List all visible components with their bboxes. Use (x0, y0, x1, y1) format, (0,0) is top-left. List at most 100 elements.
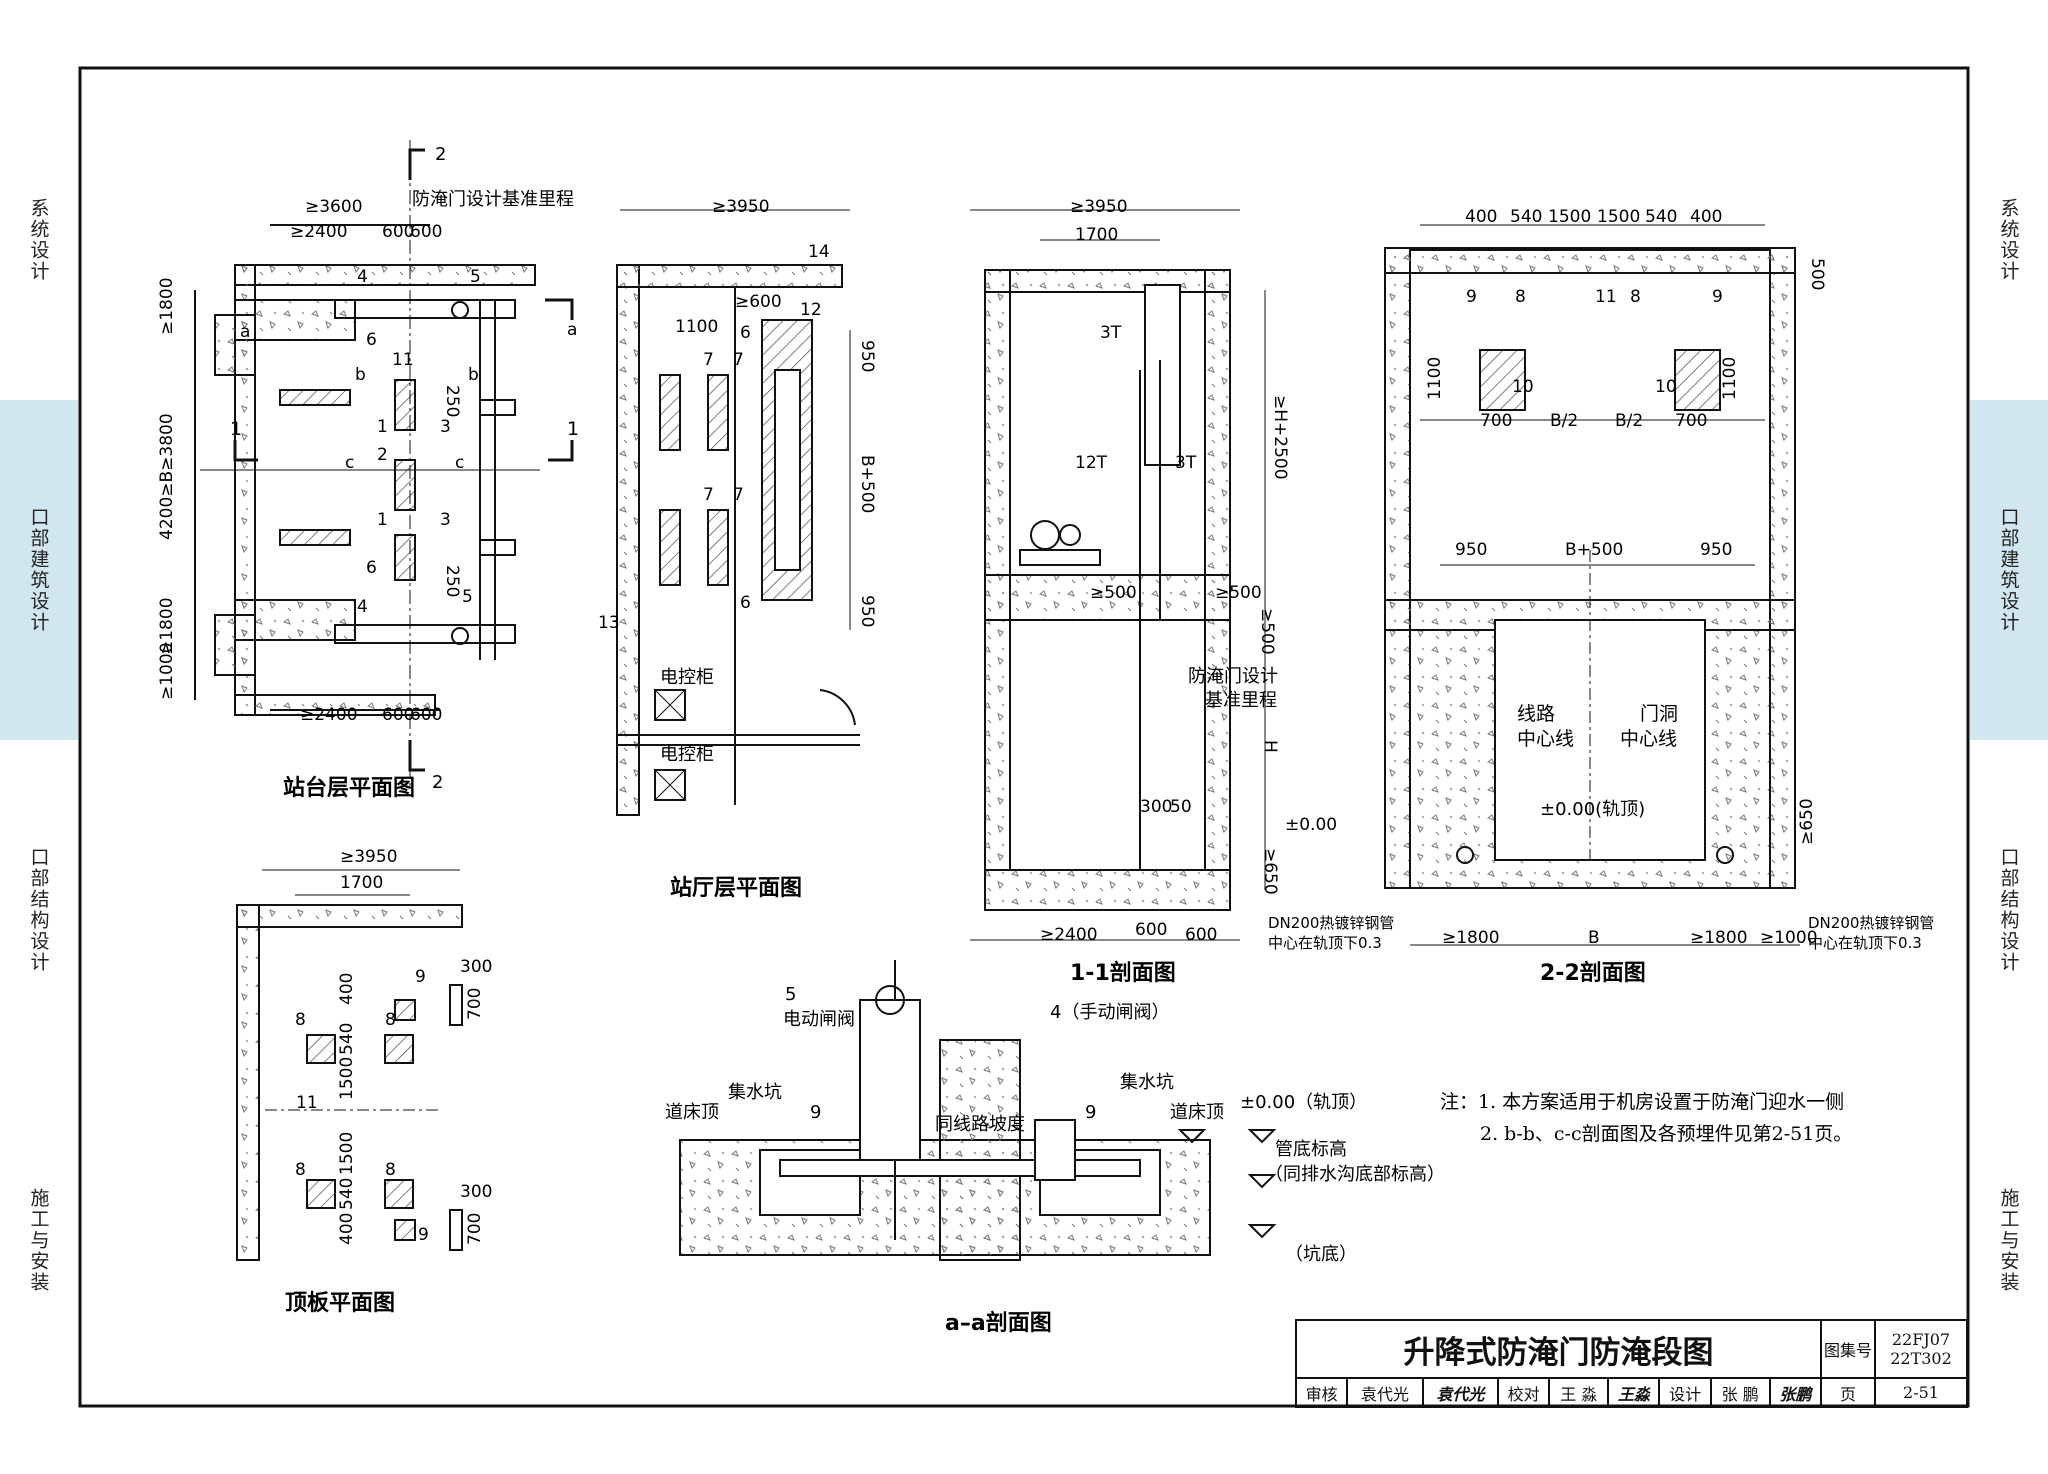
drawing-title: 升降式防淹门防淹段图 (1295, 1319, 1822, 1379)
svg-text:600: 600 (1185, 925, 1217, 945)
svg-text:1500: 1500 (1548, 207, 1591, 227)
svg-text:2: 2 (377, 445, 388, 465)
side-tab-system-right[interactable]: 系统设计 (1997, 198, 2020, 282)
side-tab-arch-left[interactable]: 口部建筑设计 (27, 507, 50, 633)
svg-text:≥3950: ≥3950 (1070, 197, 1128, 217)
svg-text:950: 950 (857, 595, 877, 627)
svg-text:600: 600 (410, 222, 442, 242)
svg-text:5: 5 (462, 587, 473, 607)
svg-text:400: 400 (337, 1213, 357, 1245)
svg-text:14: 14 (808, 242, 830, 262)
svg-text:±0.00(轨顶): ±0.00(轨顶) (1540, 799, 1645, 820)
section-2-2 (1384, 224, 1800, 946)
svg-text:4（手动闸阀）: 4（手动闸阀） (1050, 1002, 1169, 1023)
svg-text:中心线: 中心线 (1620, 728, 1677, 750)
side-tab-construct-right[interactable]: 施工与安装 (1997, 1187, 2020, 1293)
svg-text:300: 300 (1140, 797, 1172, 817)
title-block: 升降式防淹门防淹段图 图集号 22FJ07 22T302 审核 袁代光 袁代光 … (1294, 1319, 1968, 1408)
svg-text:5: 5 (785, 984, 796, 1005)
svg-text:≥1800: ≥1800 (157, 277, 177, 335)
svg-text:500: 500 (1807, 258, 1827, 290)
svg-text:电动闸阀: 电动闸阀 (783, 1009, 855, 1030)
roof-plan-texts: ≥3950 1700 400 540 1500 1500 540 400 300… (285, 847, 492, 1316)
svg-text:≥3600: ≥3600 (305, 197, 363, 217)
svg-text:集水坑: 集水坑 (1120, 1072, 1174, 1093)
roof-plan (236, 869, 463, 1261)
svg-text:6: 6 (740, 593, 751, 613)
section-a-a (679, 960, 1277, 1261)
sheet-frame (78, 66, 1970, 1408)
svg-text:顶板平面图: 顶板平面图 (285, 1291, 395, 1316)
svg-text:2: 2 (432, 772, 443, 793)
svg-text:H: H (1260, 740, 1280, 753)
svg-text:950: 950 (1455, 540, 1487, 560)
section-1-1 (970, 209, 1266, 941)
svg-text:≥500: ≥500 (1090, 583, 1137, 603)
svg-text:250: 250 (442, 385, 462, 417)
side-tab-construct-left[interactable]: 施工与安装 (27, 1187, 50, 1293)
svg-text:1: 1 (377, 417, 388, 437)
svg-text:电控柜: 电控柜 (660, 667, 714, 688)
svg-text:B/2: B/2 (1550, 411, 1578, 431)
platform-plan (194, 140, 574, 790)
svg-text:11: 11 (296, 1093, 318, 1113)
svg-text:≥650: ≥650 (1797, 798, 1817, 845)
svg-text:≥600: ≥600 (735, 292, 782, 312)
svg-text:±0.00: ±0.00 (1285, 815, 1337, 835)
svg-text:±0.00（轨顶）: ±0.00（轨顶） (1240, 1092, 1367, 1113)
atlas-label: 图集号 (1820, 1319, 1876, 1379)
svg-text:1100: 1100 (1425, 357, 1445, 400)
reviewer-signature: 袁代光 (1421, 1377, 1500, 1408)
svg-text:600: 600 (410, 705, 442, 725)
side-tab-struct-right[interactable]: 口部结构设计 (1997, 847, 2020, 973)
svg-text:1100: 1100 (1720, 357, 1740, 400)
designer-signature: 张鹏 (1768, 1377, 1823, 1408)
svg-text:400: 400 (337, 973, 357, 1005)
side-tab-arch-right[interactable]: 口部建筑设计 (1997, 507, 2020, 633)
svg-text:9: 9 (418, 1225, 429, 1245)
svg-text:6: 6 (366, 330, 377, 350)
svg-text:8: 8 (295, 1010, 306, 1030)
svg-text:≥1800: ≥1800 (1690, 928, 1748, 948)
atlas-number: 22FJ07 22T302 (1874, 1319, 1968, 1379)
svg-text:≥1000: ≥1000 (1760, 928, 1818, 948)
svg-text:≥3950: ≥3950 (712, 197, 770, 217)
svg-text:6: 6 (740, 323, 751, 343)
svg-text:300: 300 (460, 1182, 492, 1202)
svg-text:B: B (1588, 928, 1600, 948)
side-tab-system-left[interactable]: 系统设计 (27, 198, 50, 282)
svg-text:注：1. 本方案适用于机房设置于防淹门迎水一侧: 注：1. 本方案适用于机房设置于防淹门迎水一侧 (1440, 1091, 1844, 1113)
svg-text:540: 540 (337, 1178, 357, 1210)
svg-text:站台层平面图: 站台层平面图 (283, 775, 415, 801)
svg-text:540: 540 (1645, 207, 1677, 227)
svg-text:11: 11 (392, 350, 414, 370)
page-number: 2-51 (1874, 1377, 1968, 1408)
svg-text:≥3950: ≥3950 (340, 847, 398, 867)
svg-text:950: 950 (857, 340, 877, 372)
svg-text:≥500: ≥500 (1215, 583, 1262, 603)
page-label: 页 (1820, 1377, 1876, 1408)
svg-text:3T: 3T (1100, 323, 1122, 343)
hall-plan (616, 209, 860, 816)
svg-text:a: a (240, 322, 250, 342)
section-1-1-texts: ≥3950 1700 ≥H+2500 ≥500 ≥500 ≥500 H ≥650… (1040, 197, 1337, 986)
svg-text:≥2400: ≥2400 (1040, 925, 1098, 945)
svg-text:2-2剖面图: 2-2剖面图 (1540, 960, 1646, 986)
svg-text:≥1800: ≥1800 (1442, 928, 1500, 948)
section-2-2-texts: 400 540 1500 1500 540 400 500 1100 1100 … (1268, 207, 1934, 986)
svg-text:3: 3 (440, 417, 451, 437)
svg-text:10: 10 (1655, 377, 1677, 397)
svg-text:≥1800: ≥1800 (157, 597, 177, 655)
svg-text:道床顶: 道床顶 (1170, 1102, 1224, 1123)
svg-text:300: 300 (460, 957, 492, 977)
svg-text:250: 250 (442, 565, 462, 597)
side-tab-struct-left[interactable]: 口部结构设计 (27, 847, 50, 973)
svg-text:600: 600 (1135, 920, 1167, 940)
svg-text:400: 400 (1690, 207, 1722, 227)
svg-text:1: 1 (377, 510, 388, 530)
svg-text:1: 1 (567, 418, 579, 440)
svg-text:1700: 1700 (340, 873, 383, 893)
svg-text:基准里程: 基准里程 (1205, 690, 1277, 711)
svg-text:2: 2 (435, 144, 446, 165)
